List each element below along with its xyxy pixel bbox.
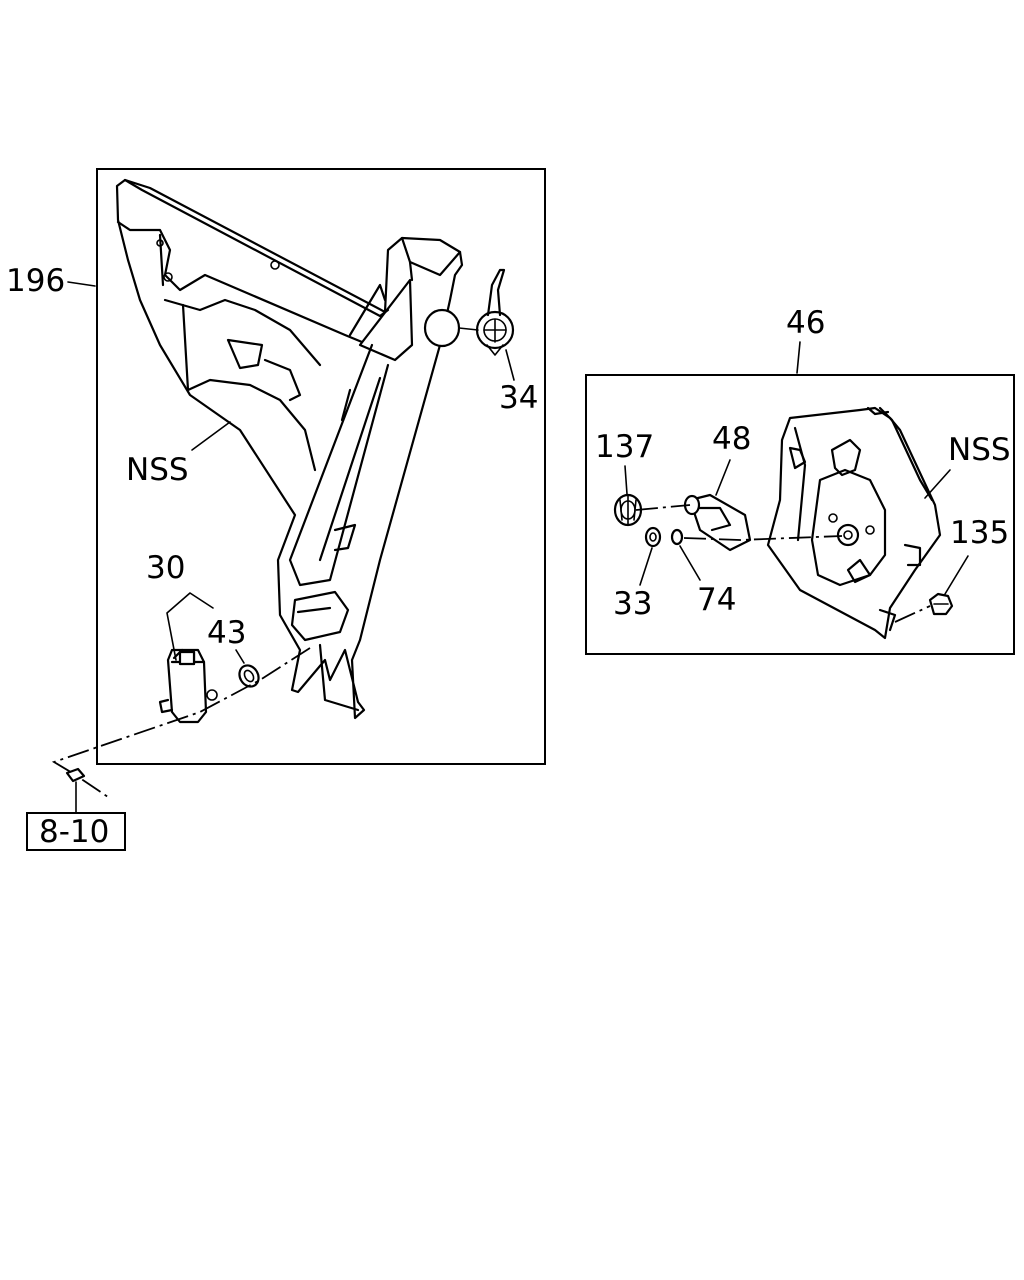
leader-33 (639, 547, 653, 586)
pump-grommet (238, 664, 260, 688)
assembly-line-nut (635, 504, 691, 511)
label-196: 196 (6, 263, 65, 299)
washer-motor (683, 493, 752, 552)
washer-74 (670, 528, 684, 546)
leader-196 (67, 281, 96, 287)
nut-137 (613, 493, 643, 527)
ref-box-8-10 (26, 812, 126, 851)
filler-cap (458, 268, 515, 356)
label-nss-left: NSS (126, 452, 189, 488)
leader-nss-right (924, 469, 951, 499)
label-135: 135 (950, 515, 1009, 551)
leader-46 (796, 341, 801, 374)
right-panel-frame (585, 374, 1015, 655)
label-46: 46 (786, 305, 825, 341)
label-137: 137 (595, 429, 654, 465)
leader-48 (715, 459, 731, 496)
leader-135 (944, 555, 969, 595)
assembly-line-shaft (683, 535, 843, 541)
label-48: 48 (712, 421, 751, 457)
leader-74 (679, 545, 701, 581)
leader-nss-left (191, 421, 231, 451)
leader-34 (505, 349, 515, 381)
leader-30 (166, 592, 214, 661)
label-nss-right: NSS (948, 432, 1011, 468)
label-30: 30 (146, 550, 185, 586)
label-74: 74 (697, 582, 736, 618)
label-43: 43 (207, 615, 246, 651)
washer-tank (115, 178, 464, 720)
assembly-line-clip (894, 605, 931, 623)
clip-135 (928, 592, 954, 616)
motor-bracket (766, 406, 942, 640)
assembly-line-left (51, 647, 311, 798)
label-33: 33 (613, 586, 652, 622)
label-34: 34 (499, 380, 538, 416)
left-panel-frame (96, 168, 546, 765)
harness-connector (65, 767, 86, 783)
leader-43 (235, 649, 245, 664)
washer-pump (158, 648, 218, 724)
washer-33 (644, 526, 662, 548)
label-8-10: 8-10 (39, 814, 109, 850)
leader-137 (624, 465, 628, 495)
